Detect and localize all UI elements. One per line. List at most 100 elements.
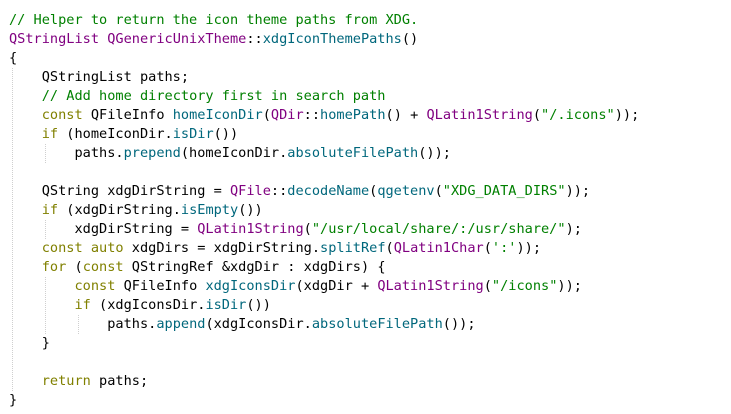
code-token: (xdgIconsDir. [205,316,312,332]
code-token: :: [303,107,321,123]
code-token: :: [270,183,288,199]
code-token: xdgIconsDir [205,278,296,294]
code-token: homeIconDir [172,107,263,123]
code-token: ( [385,240,394,256]
code-token: ()); [442,316,476,332]
code-token: // Helper to return the icon theme paths… [9,12,419,28]
code-token [9,240,42,256]
code-line: // Helper to return the icon theme paths… [9,11,418,30]
code-token: QFileInfo [82,107,173,123]
code-token: prepend [123,145,181,161]
code-token: splitRef [320,240,386,256]
code-token: "/icons" [491,278,558,294]
code-token: } [9,335,50,351]
code-token: paths. [9,145,124,161]
code-token: (xdgDir + [295,278,378,294]
code-line: const auto xdgDirs = xdgDirString.splitR… [9,239,541,258]
code-token: QLatin1String [197,221,304,237]
code-token: xdgDirString = [9,221,198,237]
code-token: ()); [418,145,451,161]
code-token: ( [66,259,83,275]
code-line: const QFileInfo homeIconDir(QDir::homePa… [9,106,640,125]
code-token: QGenericUnixTheme [107,31,247,47]
code-line: for (const QStringRef &xdgDir : xdgDirs)… [9,258,386,277]
code-token: ( [262,107,271,123]
code-line: } [9,334,50,353]
code-token: QStringList [9,31,100,47]
code-token: ); [565,221,582,237]
code-line: return paths; [9,372,148,391]
code-token: if [41,202,59,218]
code-line: if (homeIconDir.isDir()) [9,125,238,144]
code-line: const QFileInfo xdgIconsDir(xdgDir + QLa… [9,277,582,296]
code-token: isDir [205,297,247,313]
code-token [9,202,42,218]
code-line: // Add home directory first in search pa… [9,87,386,106]
code-token: // Add home directory first in search pa… [41,88,386,104]
code-token [9,297,74,313]
code-token: { [9,50,18,66]
code-token: auto [90,240,124,256]
code-token: QString xdgDirString = [9,183,230,199]
code-token: const [41,107,83,123]
code-token: ( [434,183,443,199]
code-token: ( [483,278,492,294]
code-token: return [41,373,91,389]
code-line: { [9,49,17,68]
code-token: ()) [213,126,239,142]
code-line: QStringList QGenericUnixTheme::xdgIconTh… [9,30,418,49]
code-token: (xdgIconsDir. [90,297,206,313]
code-token: (homeIconDir. [180,145,288,161]
code-token: QLatin1String [426,107,533,123]
code-token [9,88,42,104]
code-token: (xdgDirString. [58,202,181,218]
code-token: :: [246,31,263,47]
code-token: for [41,259,67,275]
code-token: const [41,240,83,256]
code-token [9,107,42,123]
code-token: QFileInfo [115,278,206,294]
code-token: "/.icons" [541,107,615,123]
code-token [83,240,91,256]
code-token: ':' [491,240,517,256]
code-line: QString xdgDirString = QFile::decodeName… [9,182,590,201]
code-token: QDir [270,107,304,123]
code-line: QStringList paths; [9,68,189,87]
code-token: QLatin1String [377,278,484,294]
code-token [9,278,74,294]
code-line: } [9,391,17,410]
code-line: if (xdgDirString.isEmpty()) [9,201,263,220]
code-token: QLatin1Char [393,240,484,256]
code-token: ( [483,240,492,256]
code-token: )); [557,278,582,294]
code-token: if [74,297,91,313]
code-token: xdgIconThemePaths [262,31,402,47]
code-token: xdgDirs = xdgDirString. [123,240,321,256]
indent-guide-line [44,220,46,239]
code-token: )); [614,107,640,123]
code-token: qgetenv [377,183,435,199]
code-token: const [82,259,124,275]
code-token: ( [532,107,542,123]
code-token: absoluteFilePath [311,316,443,332]
code-token: if [41,126,59,142]
code-line: paths.prepend(homeIconDir.absoluteFilePa… [9,144,451,163]
code-line: paths.append(xdgIconsDir.absoluteFilePat… [9,315,476,334]
code-token: } [9,392,18,408]
code-token: "XDG_DATA_DIRS" [442,183,566,199]
code-token: ()) [246,297,271,313]
code-token: paths. [9,316,157,332]
code-token: ( [303,221,312,237]
code-token: "/usr/local/share/:/usr/share/" [311,221,566,237]
code-token: ()) [238,202,263,218]
code-line: xdgDirString = QLatin1String("/usr/local… [9,220,582,239]
indent-guide-line [77,315,79,334]
code-token: QStringRef &xdgDir : xdgDirs) { [123,259,386,275]
code-token: () [401,31,419,47]
code-token: QStringList paths; [9,69,190,85]
code-token: (homeIconDir. [58,126,173,142]
code-token [9,373,42,389]
indent-guide-line [12,68,13,391]
code-token: const [74,278,116,294]
